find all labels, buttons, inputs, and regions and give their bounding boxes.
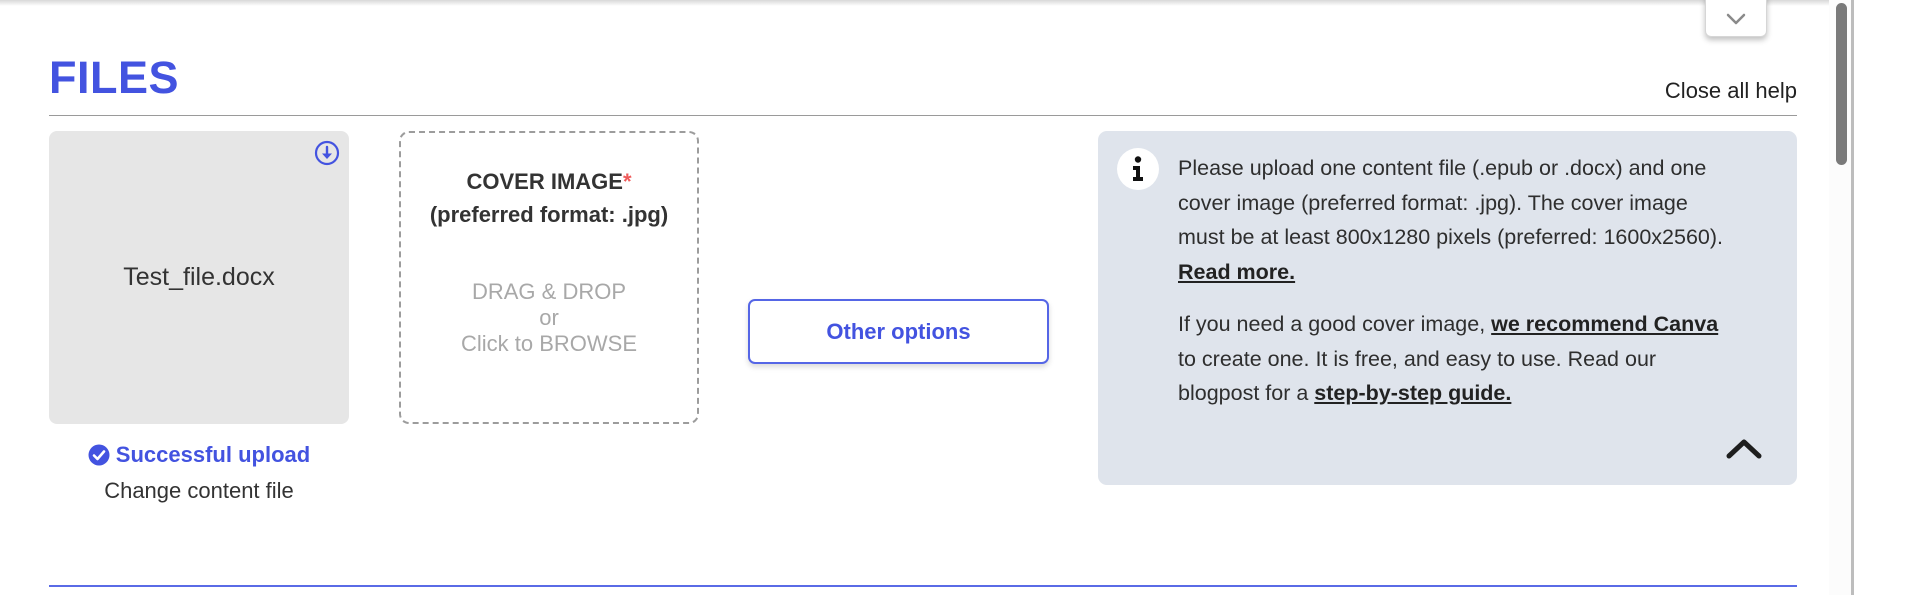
read-more-link[interactable]: Read more. xyxy=(1178,259,1296,284)
content-filename: Test_file.docx xyxy=(123,263,275,291)
help-text: Please upload one content file (.epub or… xyxy=(1178,151,1738,411)
outside-area xyxy=(1854,0,1920,595)
canva-link[interactable]: we recommend Canva xyxy=(1491,312,1719,336)
drop-hint: DRAG & DROP or Click to BROWSE xyxy=(401,279,697,357)
collapse-panel-tab[interactable] xyxy=(1705,0,1767,37)
other-options-button[interactable]: Other options xyxy=(748,299,1049,364)
help-p2-text-b: to create one. It is free, and easy to u… xyxy=(1178,346,1657,406)
window-edge xyxy=(1851,0,1854,595)
help-paragraph-2: If you need a good cover image, we recom… xyxy=(1178,307,1738,411)
section-bottom-divider xyxy=(49,585,1797,587)
top-shadow xyxy=(0,0,1850,6)
drag-drop-text: DRAG & DROP xyxy=(471,279,627,304)
help-p2-text-a: If you need a good cover image, xyxy=(1178,312,1492,336)
cover-image-label: COVER IMAGE xyxy=(466,169,623,194)
check-circle-icon xyxy=(88,444,110,466)
content-file-tile[interactable]: Test_file.docx xyxy=(49,131,349,424)
download-circle-icon[interactable] xyxy=(314,140,340,166)
cover-image-dropzone[interactable]: COVER IMAGE* (preferred format: .jpg) DR… xyxy=(399,131,699,424)
close-all-help-link[interactable]: Close all help xyxy=(1664,78,1797,103)
scrollbar-thumb[interactable] xyxy=(1836,3,1847,165)
required-asterisk: * xyxy=(622,169,632,194)
help-panel: Please upload one content file (.epub or… xyxy=(1098,131,1797,485)
section-title: FILES xyxy=(49,52,180,103)
change-content-file-link[interactable]: Change content file xyxy=(104,478,294,503)
chevron-down-icon xyxy=(1726,13,1746,24)
or-text: or xyxy=(539,305,559,330)
upload-status: Successful upload xyxy=(49,442,349,468)
help-paragraph-1: Please upload one content file (.epub or… xyxy=(1178,151,1738,289)
chevron-up-icon[interactable] xyxy=(1725,435,1763,461)
upload-status-text: Successful upload xyxy=(115,442,311,467)
step-by-step-guide-link[interactable]: step-by-step guide. xyxy=(1314,381,1512,405)
cover-format-hint: (preferred format: .jpg) xyxy=(429,202,669,227)
help-p1-text: Please upload one content file (.epub or… xyxy=(1178,156,1723,249)
header-divider xyxy=(49,115,1797,116)
browse-text: Click to BROWSE xyxy=(460,331,638,356)
info-icon xyxy=(1117,148,1159,190)
cover-image-title: COVER IMAGE* (preferred format: .jpg) xyxy=(401,165,697,231)
